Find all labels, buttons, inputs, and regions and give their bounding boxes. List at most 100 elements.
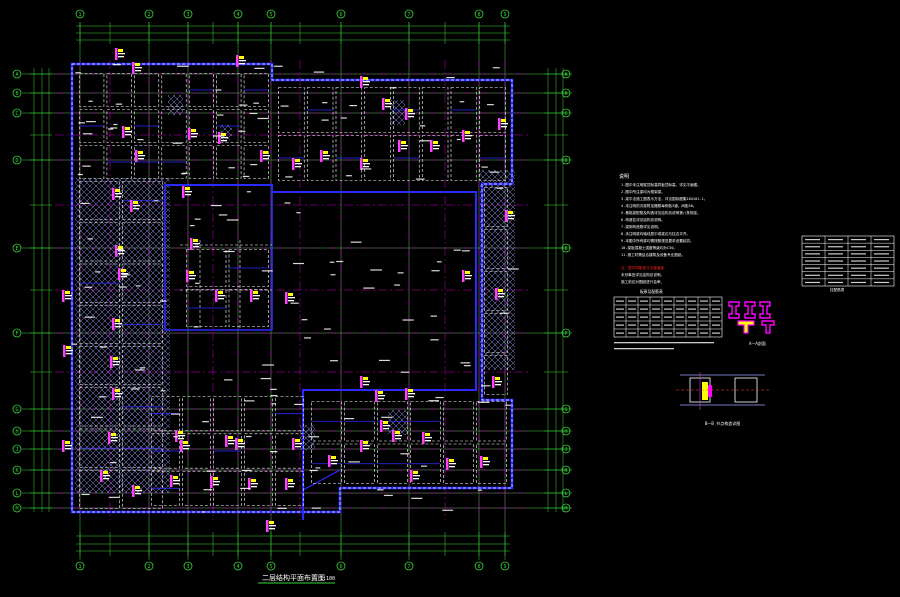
axis-bubble-circle: [12, 88, 22, 98]
axis-bubble-circle: [12, 444, 22, 454]
beam-tag-accent: [193, 239, 198, 242]
beam-tag-accent: [251, 479, 256, 482]
beam-tag-accent: [395, 431, 400, 434]
annotation-text: [122, 274, 130, 276]
annotation-text: [213, 135, 225, 137]
axis-bubble-label: M: [15, 506, 18, 512]
annotation-text: [436, 261, 442, 263]
axis-bubble-label: 6: [339, 12, 342, 18]
beam-tag-accent: [189, 271, 194, 274]
annotation-text: [202, 421, 209, 423]
annotation-text: [460, 362, 471, 364]
beam-tag: [235, 438, 245, 450]
axis-bubble-right-L: L: [561, 488, 571, 498]
annotation-text: [206, 470, 216, 472]
beam-tag-text: [508, 218, 514, 220]
beam-tag: [248, 478, 258, 490]
room-cell: [364, 87, 391, 133]
annotation-text: [245, 435, 252, 438]
beam-tag-text: [408, 393, 415, 395]
axis-bubble-bottom-5: 5: [266, 561, 276, 571]
beam-tag: [405, 388, 415, 400]
beam-tag-text: [501, 123, 508, 125]
axis-bubble-top-6: 6: [336, 9, 346, 19]
beam-tag: [236, 55, 246, 67]
room-cell: [182, 433, 211, 469]
beam-tag-accent: [221, 133, 226, 136]
beam-tag-bar: [462, 270, 465, 282]
room-cell: [106, 109, 132, 143]
annotation-text: [431, 270, 440, 272]
beam-tag-accent: [66, 346, 71, 349]
beam-tag-bar: [62, 290, 65, 302]
notes-line: 4.未注明的次梁附加箍筋每侧各3道，间距50。: [621, 203, 697, 208]
beam-tag-text: [238, 443, 245, 445]
beam-tag-accent: [133, 201, 138, 204]
annotation-text: [336, 260, 344, 263]
beam-tag-accent: [508, 211, 513, 214]
beam-tag-text: [501, 126, 507, 128]
beam-tag-bar: [382, 98, 385, 110]
notes-red-line: 注：图中阴影部分为屋面板: [621, 265, 665, 270]
beam-tag-bar: [462, 130, 465, 142]
beam-tag-text: [218, 295, 225, 297]
annotation-text: [228, 167, 235, 169]
beam-tag-accent: [111, 433, 116, 436]
axis-bubble-circle: [12, 503, 22, 513]
beam-tag-bar: [215, 290, 218, 302]
column-table-cell-text: [828, 274, 843, 276]
room-cell: [484, 355, 508, 395]
beam-tag-bar: [112, 318, 115, 330]
notes-line: 2.图中所注梁均为框架梁。: [621, 189, 665, 194]
axis-bubble-right-J: J: [561, 444, 571, 454]
beam-tag-text: [65, 445, 72, 447]
room-cell: [393, 87, 420, 133]
beam-tag: [375, 390, 385, 402]
annotation-text: [505, 404, 511, 406]
room-cell: [306, 87, 334, 133]
annotation-text: [244, 400, 255, 402]
room-cell: [79, 181, 120, 221]
axis-bubble-label: 6: [339, 564, 342, 570]
annotation-text: [242, 175, 250, 178]
annotation-text: [394, 284, 401, 286]
beam-tag-text: [125, 131, 132, 133]
slab-table-cell-text: [676, 316, 684, 318]
beam-tag-accent: [323, 151, 328, 154]
hatched-area: [480, 170, 515, 370]
beam-tag-text: [395, 438, 401, 440]
axis-bubble-right-G: G: [561, 404, 571, 414]
axis-bubble-bottom-8: 8: [474, 561, 484, 571]
annotation-text: [290, 302, 299, 304]
slab-table-cell-text: [688, 316, 696, 318]
annotation-text: [280, 105, 289, 107]
beam-tag-bar: [328, 455, 331, 467]
beam-tag: [175, 430, 185, 442]
axis-bubble-label: 1: [78, 564, 81, 570]
notes-line: 6.构造柱详见结构总说明。: [621, 217, 665, 222]
annotation-text: [348, 461, 360, 463]
axis-bubble-bottom-3: 3: [183, 561, 193, 571]
beam-tag: [188, 128, 198, 140]
beam-tag-accent: [433, 141, 438, 144]
annotation-text: [135, 369, 145, 371]
room-cell: [275, 470, 304, 506]
axis-bubble-label: 8: [477, 12, 480, 18]
beam-tag-bar: [112, 188, 115, 200]
room-cell: [188, 109, 214, 143]
slab-table-cell-text: [712, 308, 720, 310]
slab-table-cell-text: [616, 300, 624, 302]
beam-tag-accent: [363, 377, 368, 380]
axis-bubble-label: E: [15, 246, 18, 252]
axis-bubble-label: C: [15, 111, 18, 117]
beam-tag-accent: [118, 246, 123, 249]
beam-tag-accent: [138, 151, 143, 154]
beam-tag-accent: [408, 109, 413, 112]
axis-bubble-circle: [12, 155, 22, 165]
axis-bubble-circle: [12, 108, 22, 118]
beam-tag-accent: [103, 471, 108, 474]
annotation-text: [139, 367, 146, 369]
annotation-text: [400, 453, 410, 455]
beam-tag-bar: [285, 292, 288, 304]
